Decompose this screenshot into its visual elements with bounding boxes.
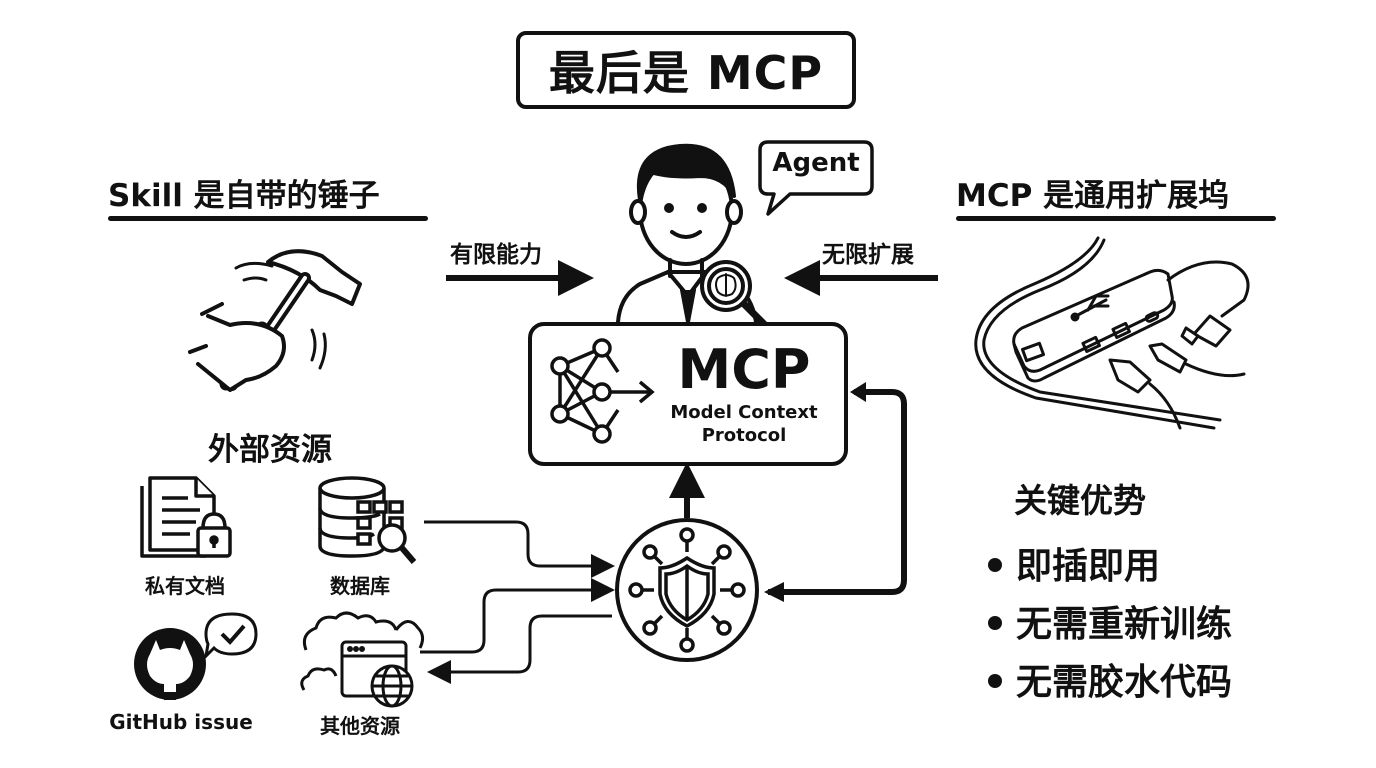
page-title: 最后是 MCP xyxy=(516,31,856,109)
unlimited-extension-label: 无限扩展 xyxy=(822,242,914,268)
advantage-item: 即插即用 xyxy=(988,538,1232,596)
advantages-heading: 关键优势 xyxy=(1014,481,1146,520)
advantage-item: 无需胶水代码 xyxy=(988,654,1232,712)
locked-document-icon xyxy=(140,476,232,558)
agent-label: Agent xyxy=(772,148,860,178)
github-icon xyxy=(134,628,206,700)
mcp-full-name-line1: Model Context xyxy=(670,402,818,423)
skill-heading-underline xyxy=(108,216,428,221)
mcp-acronym: MCP xyxy=(677,338,811,401)
cloud-web-icon xyxy=(300,611,425,708)
advantage-item: 无需重新训练 xyxy=(988,596,1232,654)
limited-capability-label: 有限能力 xyxy=(450,242,542,268)
agent-speech-bubble xyxy=(758,140,874,216)
mcp-dock-heading-underline xyxy=(956,216,1276,221)
usb-hub-icon xyxy=(974,236,1250,430)
mcp-hub-loop xyxy=(768,389,907,595)
neural-network-icon xyxy=(550,338,655,444)
mcp-dock-heading: MCP 是通用扩展坞 xyxy=(956,178,1230,214)
security-hub-icon xyxy=(615,518,759,662)
resource-label-database: 数据库 xyxy=(330,574,390,598)
bullet-icon xyxy=(988,558,1002,572)
bullet-icon xyxy=(988,674,1002,688)
mcp-full-name-line2: Protocol xyxy=(701,425,787,446)
hammer-icon xyxy=(188,249,362,392)
resource-label-other: 其他资源 xyxy=(320,714,400,738)
skill-heading: Skill 是自带的锤子 xyxy=(108,178,380,214)
resource-label-private-docs: 私有文档 xyxy=(145,574,225,598)
resource-connectors xyxy=(420,520,615,684)
agent-avatar-icon xyxy=(616,143,770,330)
check-bubble-icon xyxy=(203,612,258,661)
external-resources-heading: 外部资源 xyxy=(208,432,332,468)
bullet-icon xyxy=(988,616,1002,630)
database-search-icon xyxy=(318,476,417,564)
advantages-list: 即插即用 无需重新训练 无需胶水代码 xyxy=(988,538,1232,712)
resource-label-github-issue: GitHub issue xyxy=(109,710,253,734)
